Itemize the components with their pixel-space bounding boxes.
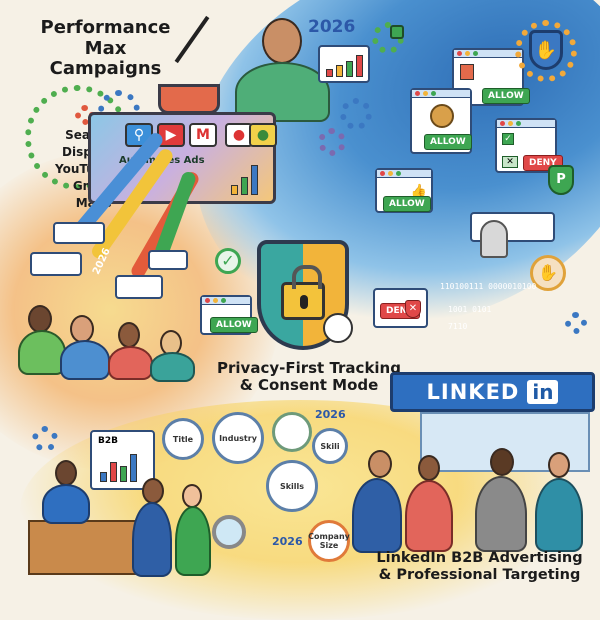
bar-chart-icon bbox=[326, 55, 363, 77]
person-head bbox=[490, 448, 514, 476]
person-head bbox=[182, 484, 202, 508]
gear-icon bbox=[340, 98, 372, 130]
binary-stream: 7110 bbox=[448, 322, 468, 331]
title-line: Privacy-First Tracking bbox=[217, 359, 401, 377]
gmail-icon: M bbox=[189, 123, 217, 147]
gear-icon bbox=[318, 128, 346, 156]
window-titlebar bbox=[454, 50, 522, 58]
year-label: 2026 bbox=[308, 17, 356, 37]
person-head bbox=[118, 322, 140, 348]
stop-hand-icon: ✋ bbox=[530, 255, 566, 291]
person-head bbox=[368, 450, 392, 478]
person-body bbox=[175, 506, 211, 576]
gear-icon bbox=[565, 312, 587, 334]
ad-card bbox=[115, 275, 163, 299]
window-titlebar bbox=[497, 120, 555, 128]
thumbs-up-icon: 👍 bbox=[410, 184, 427, 199]
title-line: Performance Max bbox=[40, 17, 171, 59]
growth-chart-card bbox=[318, 45, 370, 83]
checkmark-icon: ✓ bbox=[502, 133, 514, 145]
shield-hand-icon: ✋ bbox=[529, 30, 563, 70]
linkedin-logo-icon: in bbox=[527, 380, 559, 404]
magnifier-icon bbox=[212, 515, 246, 549]
lock-icon bbox=[390, 25, 404, 39]
close-icon[interactable]: ✕ bbox=[502, 156, 518, 168]
allow-button[interactable]: ALLOW bbox=[482, 88, 530, 104]
bar-chart-icon bbox=[100, 454, 137, 482]
ad-machine-hopper bbox=[158, 84, 220, 114]
window-titlebar bbox=[377, 170, 431, 178]
user-silhouette-icon bbox=[480, 220, 508, 258]
allow-button[interactable]: ALLOW bbox=[424, 134, 472, 150]
deny-popup: DENY ✕ bbox=[373, 288, 428, 328]
shield-x-icon: ✕ bbox=[405, 300, 421, 318]
b2b-growth-board: B2B bbox=[90, 430, 155, 490]
ad-card bbox=[30, 252, 82, 276]
allow-button[interactable]: ALLOW bbox=[383, 196, 431, 212]
person-body bbox=[60, 340, 110, 380]
privacy-title: Privacy-First Tracking & Consent Mode bbox=[214, 359, 404, 395]
binary-stream: 110100111 0000010100 bbox=[440, 282, 537, 291]
gear-icon bbox=[32, 426, 58, 452]
year-label: 2026 bbox=[315, 408, 346, 421]
person-head bbox=[28, 305, 52, 333]
linkedin-title: LinkedIn B2B Advertising & Professional … bbox=[362, 550, 597, 583]
person-head bbox=[70, 315, 94, 343]
cookie-icon bbox=[430, 104, 454, 128]
padlock-icon bbox=[281, 265, 325, 320]
profile-icon bbox=[460, 64, 474, 80]
person-body bbox=[132, 502, 172, 577]
desk bbox=[28, 520, 138, 575]
person-head bbox=[55, 460, 77, 486]
allow-button[interactable]: ALLOW bbox=[210, 317, 258, 333]
person-body bbox=[18, 330, 66, 375]
professional-body bbox=[475, 476, 527, 552]
cookie-consent-popup: ALLOW bbox=[410, 88, 472, 154]
person-head bbox=[418, 455, 440, 481]
targeting-skili-badge: Skili bbox=[312, 428, 348, 464]
gear-icon bbox=[515, 20, 577, 82]
person-head bbox=[142, 478, 164, 504]
window-titlebar bbox=[202, 297, 250, 305]
consent-popup-left: ALLOW bbox=[200, 295, 258, 335]
person-head bbox=[548, 452, 570, 478]
title-line: Campaigns bbox=[49, 58, 162, 80]
magnifier-check-icon: ✓ bbox=[215, 248, 241, 274]
performance-max-title: Performance Max Campaigns bbox=[18, 17, 193, 80]
linkedin-banner: LINKED in bbox=[390, 372, 595, 412]
consent-choice-popup: ✓ ✕ DENY bbox=[495, 118, 563, 173]
binary-stream: 1001 0101 bbox=[448, 305, 492, 314]
targeting-industry-badge: Industry bbox=[212, 412, 264, 464]
ad-card bbox=[53, 222, 105, 244]
executive-body bbox=[42, 484, 90, 524]
linkedin-wordmark: LINKED bbox=[426, 380, 520, 404]
targeting-title-badge: Title bbox=[162, 418, 204, 460]
window-titlebar bbox=[412, 90, 470, 98]
privacy-badge-icon: P bbox=[548, 165, 574, 195]
ad-card bbox=[148, 250, 188, 270]
title-line: & Consent Mode bbox=[239, 376, 379, 395]
professional-body bbox=[352, 478, 402, 553]
map-pin-icon: ● bbox=[249, 123, 277, 147]
title-line: LinkedIn B2B Advertising bbox=[376, 550, 583, 566]
map-pin-icon: ● bbox=[225, 123, 253, 147]
b2b-label: B2B bbox=[98, 436, 118, 446]
targeting-company-size-badge: Company Size bbox=[308, 520, 350, 562]
professional-body bbox=[535, 478, 583, 552]
user-avatar-icon bbox=[323, 313, 353, 343]
title-line: & Professional Targeting bbox=[378, 566, 581, 583]
search-icon: ⚲ bbox=[125, 123, 153, 147]
person-body bbox=[108, 346, 153, 380]
targeting-skills-badge: Skills bbox=[266, 460, 318, 512]
targeting-group-badge bbox=[272, 412, 312, 452]
person-body bbox=[150, 352, 195, 382]
marketer-head bbox=[262, 18, 302, 64]
year-label: 2026 bbox=[272, 535, 303, 548]
approval-popup: 👍 ALLOW bbox=[375, 168, 433, 213]
bar-chart-icon bbox=[231, 165, 258, 195]
professional-body bbox=[405, 480, 453, 552]
